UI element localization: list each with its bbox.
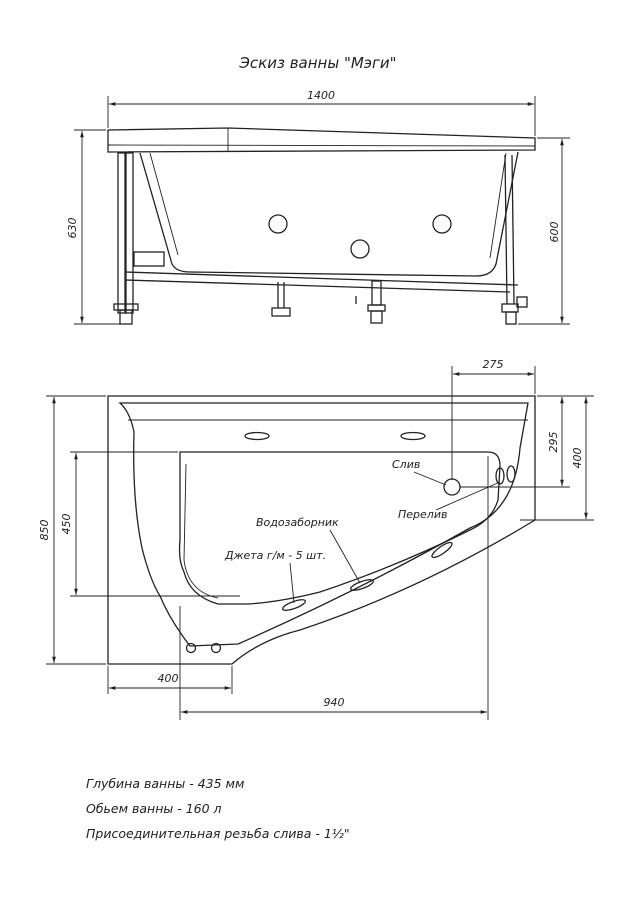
- spec-volume: Обьем ванны - 160 л: [86, 801, 222, 816]
- dim-400-right: 400: [571, 448, 584, 469]
- dim-275: 275: [483, 358, 504, 371]
- frame-foot-middle-left: [271, 282, 291, 317]
- drain-hole: [443, 478, 461, 496]
- dim-450: 450: [60, 514, 73, 535]
- tub-body: [139, 151, 519, 277]
- frame-leg-left: [117, 152, 126, 314]
- overflow-port-1: [495, 467, 505, 485]
- control-knob-2: [210, 642, 222, 654]
- rim-jet-left: [244, 431, 270, 441]
- label-jets: Джета г/м - 5 шт.: [224, 549, 326, 562]
- dim-400-bottom: 400: [158, 672, 179, 685]
- spec-thread: Присоединительная резьба слива - 1½": [86, 826, 350, 841]
- side-view: 1400 630 600: [66, 89, 570, 325]
- frame-foot-middle-right: [355, 280, 386, 324]
- tub-outline-outer: [107, 395, 536, 665]
- dim-600: 600: [548, 222, 561, 243]
- drawing-title: Эскиз ванны "Мэги": [238, 54, 396, 72]
- top-view: Слив Перелив Водозаборник Джета г/м - 5 …: [38, 358, 594, 720]
- dim-940: 940: [324, 696, 345, 709]
- rim-jet-right: [400, 431, 426, 441]
- basin-jet-2: [350, 579, 374, 591]
- basin-jet-3: [282, 599, 306, 611]
- side-jet-middle: [350, 239, 370, 259]
- label-drain: Слив: [392, 458, 420, 471]
- dim-1400: 1400: [307, 89, 335, 102]
- label-overflow: Перелив: [398, 508, 447, 521]
- basin-jet-1: [431, 541, 453, 559]
- control-knob-1: [185, 642, 197, 654]
- tub-basin: [178, 451, 501, 605]
- dim-630: 630: [66, 218, 79, 239]
- tub-rim-inner: [118, 402, 529, 647]
- side-jet-right: [432, 214, 452, 234]
- frame-leg-right: [501, 154, 528, 325]
- tub-rim: [107, 127, 536, 153]
- spec-depth: Глубина ванны - 435 мм: [86, 776, 245, 791]
- label-intake: Водозаборник: [256, 516, 339, 529]
- dim-295: 295: [547, 432, 560, 453]
- dim-850: 850: [38, 520, 51, 541]
- side-jet-left: [268, 214, 288, 234]
- overflow-port-2: [506, 465, 516, 483]
